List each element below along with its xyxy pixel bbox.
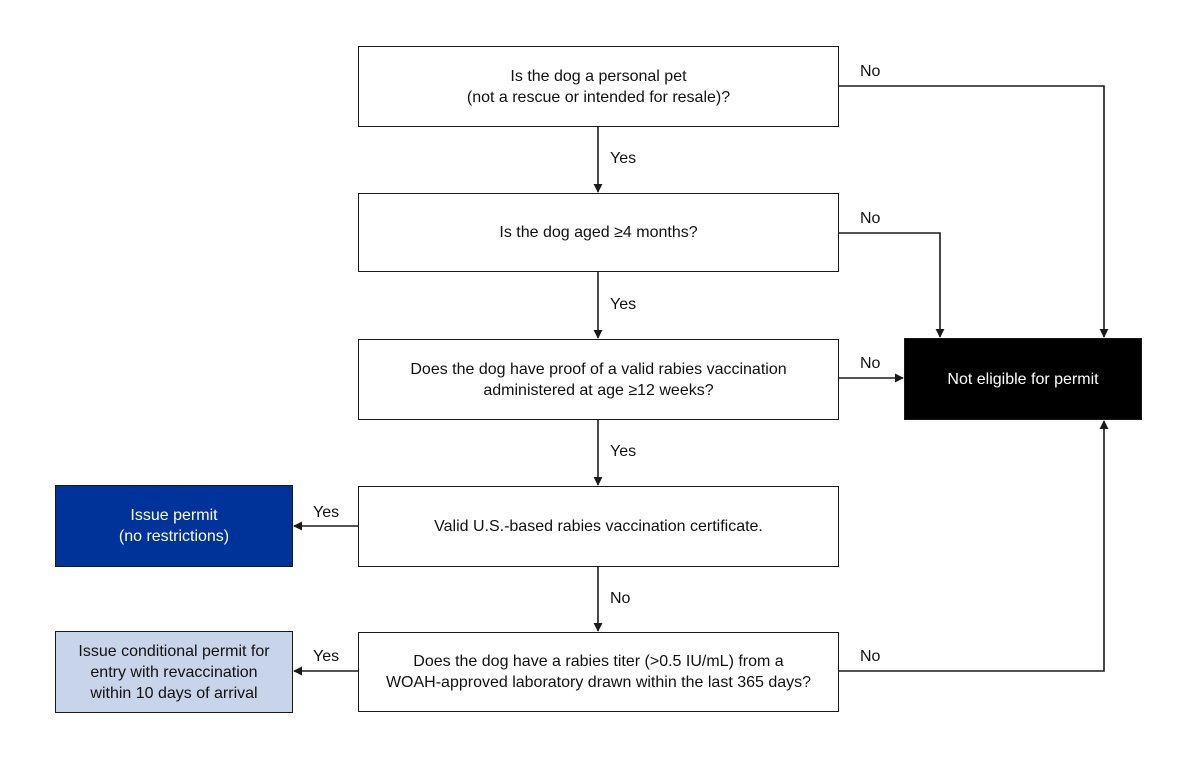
question-personal-pet: Is the dog a personal pet (not a rescue … bbox=[358, 46, 839, 127]
edge-pet-no bbox=[839, 85, 1109, 338]
outcome-conditional-permit: Issue conditional permit for entry with … bbox=[55, 631, 293, 713]
question-dog-age: Is the dog aged ≥4 months? bbox=[358, 193, 839, 272]
label-titer-no: No bbox=[860, 648, 881, 665]
question-us-certificate-text: Valid U.S.-based rabies vaccination cert… bbox=[434, 518, 763, 535]
outcome-issue-permit: Issue permit (no restrictions) bbox=[55, 485, 293, 567]
outcome-conditional-permit-text: Issue conditional permit for entry with … bbox=[78, 642, 270, 702]
question-us-certificate: Valid U.S.-based rabies vaccination cert… bbox=[358, 486, 839, 567]
label-proof-yes: Yes bbox=[610, 443, 637, 460]
edge-age-no bbox=[839, 232, 945, 338]
outcome-not-eligible-text: Not eligible for permit bbox=[947, 370, 1099, 388]
question-rabies-titer-text: Does the dog have a rabies titer (>0.5 I… bbox=[385, 653, 812, 691]
label-cert-yes: Yes bbox=[313, 504, 340, 521]
label-pet-yes: Yes bbox=[610, 150, 637, 167]
label-titer-yes: Yes bbox=[313, 648, 340, 665]
question-vaccination-proof: Does the dog have proof of a valid rabie… bbox=[358, 339, 839, 420]
label-age-yes: Yes bbox=[610, 296, 637, 313]
question-rabies-titer: Does the dog have a rabies titer (>0.5 I… bbox=[358, 632, 839, 712]
label-pet-no: No bbox=[860, 63, 881, 80]
question-personal-pet-text: Is the dog a personal pet (not a rescue … bbox=[466, 67, 731, 106]
edge-titer-no bbox=[839, 420, 1109, 672]
label-age-no: No bbox=[860, 210, 881, 227]
label-proof-no: No bbox=[860, 355, 881, 372]
label-cert-no: No bbox=[610, 590, 631, 607]
question-dog-age-text: Is the dog aged ≥4 months? bbox=[499, 224, 698, 241]
outcome-not-eligible: Not eligible for permit bbox=[904, 338, 1142, 420]
question-vaccination-proof-text: Does the dog have proof of a valid rabie… bbox=[410, 360, 787, 399]
outcome-issue-permit-text: Issue permit (no restrictions) bbox=[118, 507, 230, 545]
